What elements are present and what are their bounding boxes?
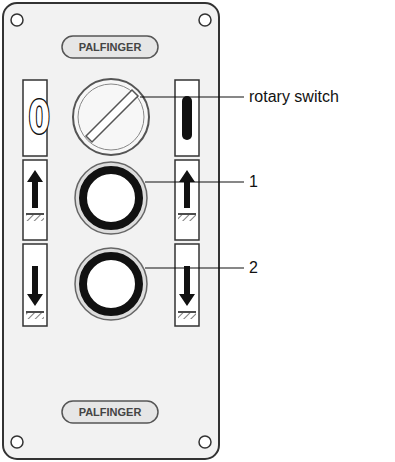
logo-plate [62, 36, 158, 58]
callout-number: 1 [249, 174, 258, 190]
off-position-mark: 0 [29, 96, 50, 140]
leader-lines [140, 97, 244, 268]
panel-housing [3, 3, 219, 459]
part-name: rotary switch [249, 89, 339, 105]
right-symbol-strip [175, 80, 199, 326]
push-button [75, 248, 147, 320]
push-button [75, 162, 147, 234]
on-position-bar [182, 96, 192, 140]
logo-text: PALFINGER [79, 407, 142, 418]
logo-plate [62, 401, 158, 423]
callout-number: 2 [249, 260, 258, 276]
screw-holes [11, 14, 211, 448]
rotary-switch [73, 79, 149, 155]
logo-text: PALFINGER [79, 42, 142, 53]
